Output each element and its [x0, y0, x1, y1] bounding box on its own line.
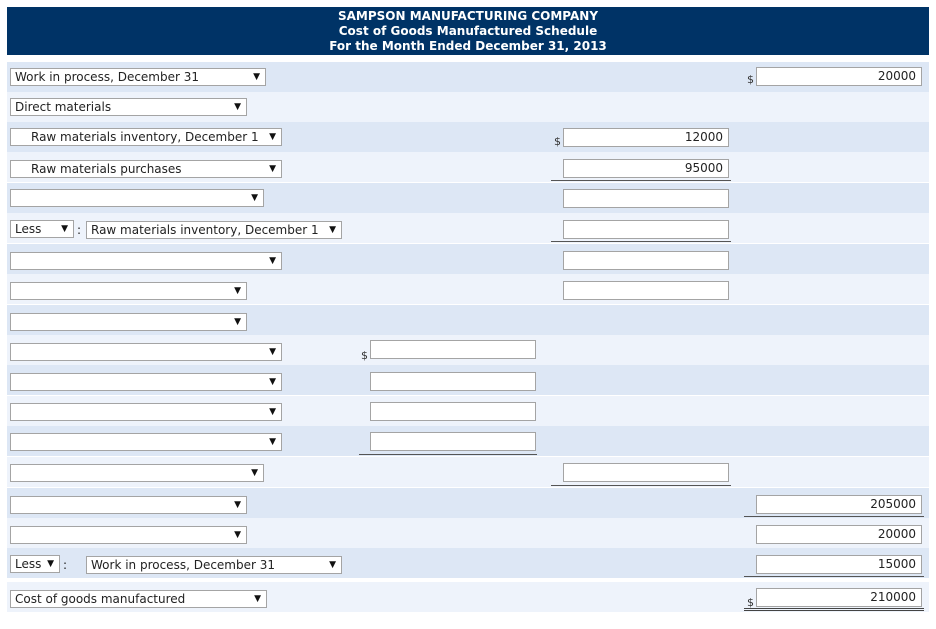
- underline: [359, 454, 537, 455]
- underline: [744, 576, 924, 577]
- chevron-down-icon: ▼: [269, 437, 276, 447]
- chevron-down-icon: ▼: [251, 468, 258, 478]
- account-select[interactable]: ▼: [10, 433, 282, 451]
- underline: [551, 485, 731, 486]
- amount-input-col2[interactable]: [370, 432, 536, 451]
- less-select[interactable]: Less▼: [10, 555, 60, 573]
- row-blank: ▼ 205000: [7, 488, 929, 518]
- chevron-down-icon: ▼: [234, 530, 241, 540]
- row-less-raw-materials-end: Less▼ : Raw materials inventory, Decembe…: [7, 213, 929, 243]
- underline: [744, 516, 924, 517]
- row-blank: ▼: [7, 365, 929, 395]
- account-select[interactable]: Raw materials purchases▼: [10, 160, 282, 178]
- chevron-down-icon: ▼: [61, 224, 68, 234]
- row-raw-materials-purchases: Raw materials purchases▼ 95000: [7, 152, 929, 182]
- account-select[interactable]: Raw materials inventory, December 1▼: [10, 128, 282, 146]
- chevron-down-icon: ▼: [329, 560, 336, 570]
- account-select[interactable]: ▼: [10, 343, 282, 361]
- account-select[interactable]: ▼: [10, 526, 247, 544]
- company-name: SAMPSON MANUFACTURING COMPANY: [337, 9, 599, 23]
- chevron-down-icon: ▼: [253, 72, 260, 82]
- amount-input-col4[interactable]: 20000: [756, 67, 922, 86]
- schedule-period: For the Month Ended December 31, 2013: [329, 39, 607, 53]
- row-work-in-process-begin: Work in process, December 31▼ $ 20000: [7, 62, 929, 92]
- account-select[interactable]: Raw materials inventory, December 1▼: [86, 221, 342, 239]
- schedule-title: Cost of Goods Manufactured Schedule: [338, 24, 598, 38]
- row-blank: ▼ $: [7, 335, 929, 365]
- amount-input-col4[interactable]: 205000: [756, 495, 922, 514]
- amount-input-col4[interactable]: 210000: [756, 588, 922, 607]
- chevron-down-icon: ▼: [329, 225, 336, 235]
- dollar-sign: $: [554, 135, 561, 148]
- chevron-down-icon: ▼: [269, 407, 276, 417]
- row-raw-materials-begin: Raw materials inventory, December 1▼ $ 1…: [7, 122, 929, 152]
- colon-separator: :: [77, 223, 82, 237]
- chevron-down-icon: ▼: [269, 256, 276, 266]
- row-cost-of-goods-manufactured: Cost of goods manufactured▼ $ 210000: [7, 582, 929, 612]
- account-select[interactable]: Work in process, December 31▼: [10, 68, 266, 86]
- row-blank: ▼ 20000: [7, 518, 929, 548]
- amount-input-col3[interactable]: [563, 220, 729, 239]
- chevron-down-icon: ▼: [269, 347, 276, 357]
- account-select[interactable]: ▼: [10, 403, 282, 421]
- amount-input-col3[interactable]: 12000: [563, 128, 729, 147]
- account-select[interactable]: ▼: [10, 373, 282, 391]
- less-select[interactable]: Less▼: [10, 220, 74, 238]
- account-select[interactable]: Work in process, December 31▼: [86, 556, 342, 574]
- chevron-down-icon: ▼: [47, 559, 54, 569]
- dollar-sign: $: [747, 596, 754, 609]
- amount-input-col2[interactable]: [370, 402, 536, 421]
- cogm-schedule: SAMPSON MANUFACTURING COMPANY Cost of Go…: [7, 7, 929, 619]
- amount-input-col2[interactable]: [370, 340, 536, 359]
- chevron-down-icon: ▼: [234, 286, 241, 296]
- chevron-down-icon: ▼: [269, 164, 276, 174]
- account-select[interactable]: ▼: [10, 496, 247, 514]
- dollar-sign: $: [361, 349, 368, 362]
- row-blank: ▼: [7, 426, 929, 456]
- amount-input-col4[interactable]: 20000: [756, 525, 922, 544]
- amount-input-col3[interactable]: 95000: [563, 159, 729, 178]
- chevron-down-icon: ▼: [269, 377, 276, 387]
- chevron-down-icon: ▼: [254, 594, 261, 604]
- row-blank: ▼: [7, 457, 929, 487]
- row-blank: ▼: [7, 396, 929, 426]
- row-blank: ▼: [7, 183, 929, 213]
- schedule-header: SAMPSON MANUFACTURING COMPANY Cost of Go…: [7, 7, 929, 55]
- row-less-work-in-process-end: Less▼ : Work in process, December 31▼ 15…: [7, 548, 929, 578]
- account-select[interactable]: ▼: [10, 189, 264, 207]
- chevron-down-icon: ▼: [234, 317, 241, 327]
- row-direct-materials: Direct materials▼: [7, 92, 929, 122]
- chevron-down-icon: ▼: [269, 132, 276, 142]
- dollar-sign: $: [747, 73, 754, 86]
- row-blank: ▼: [7, 274, 929, 304]
- amount-input-col3[interactable]: [563, 251, 729, 270]
- chevron-down-icon: ▼: [251, 193, 258, 203]
- chevron-down-icon: ▼: [234, 102, 241, 112]
- underline: [551, 180, 731, 181]
- row-blank: ▼: [7, 305, 929, 335]
- chevron-down-icon: ▼: [234, 500, 241, 510]
- row-blank: ▼: [7, 244, 929, 274]
- account-select[interactable]: Direct materials▼: [10, 98, 247, 116]
- colon-separator: :: [63, 558, 68, 572]
- amount-input-col3[interactable]: [563, 189, 729, 208]
- amount-input-col3[interactable]: [563, 463, 729, 482]
- account-select[interactable]: Cost of goods manufactured▼: [10, 590, 267, 608]
- underline: [551, 241, 731, 242]
- double-underline: [744, 608, 924, 611]
- amount-input-col3[interactable]: [563, 281, 729, 300]
- account-select[interactable]: ▼: [10, 282, 247, 300]
- account-select[interactable]: ▼: [10, 313, 247, 331]
- account-select[interactable]: ▼: [10, 464, 264, 482]
- amount-input-col2[interactable]: [370, 372, 536, 391]
- amount-input-col4[interactable]: 15000: [756, 555, 922, 574]
- account-select[interactable]: ▼: [10, 252, 282, 270]
